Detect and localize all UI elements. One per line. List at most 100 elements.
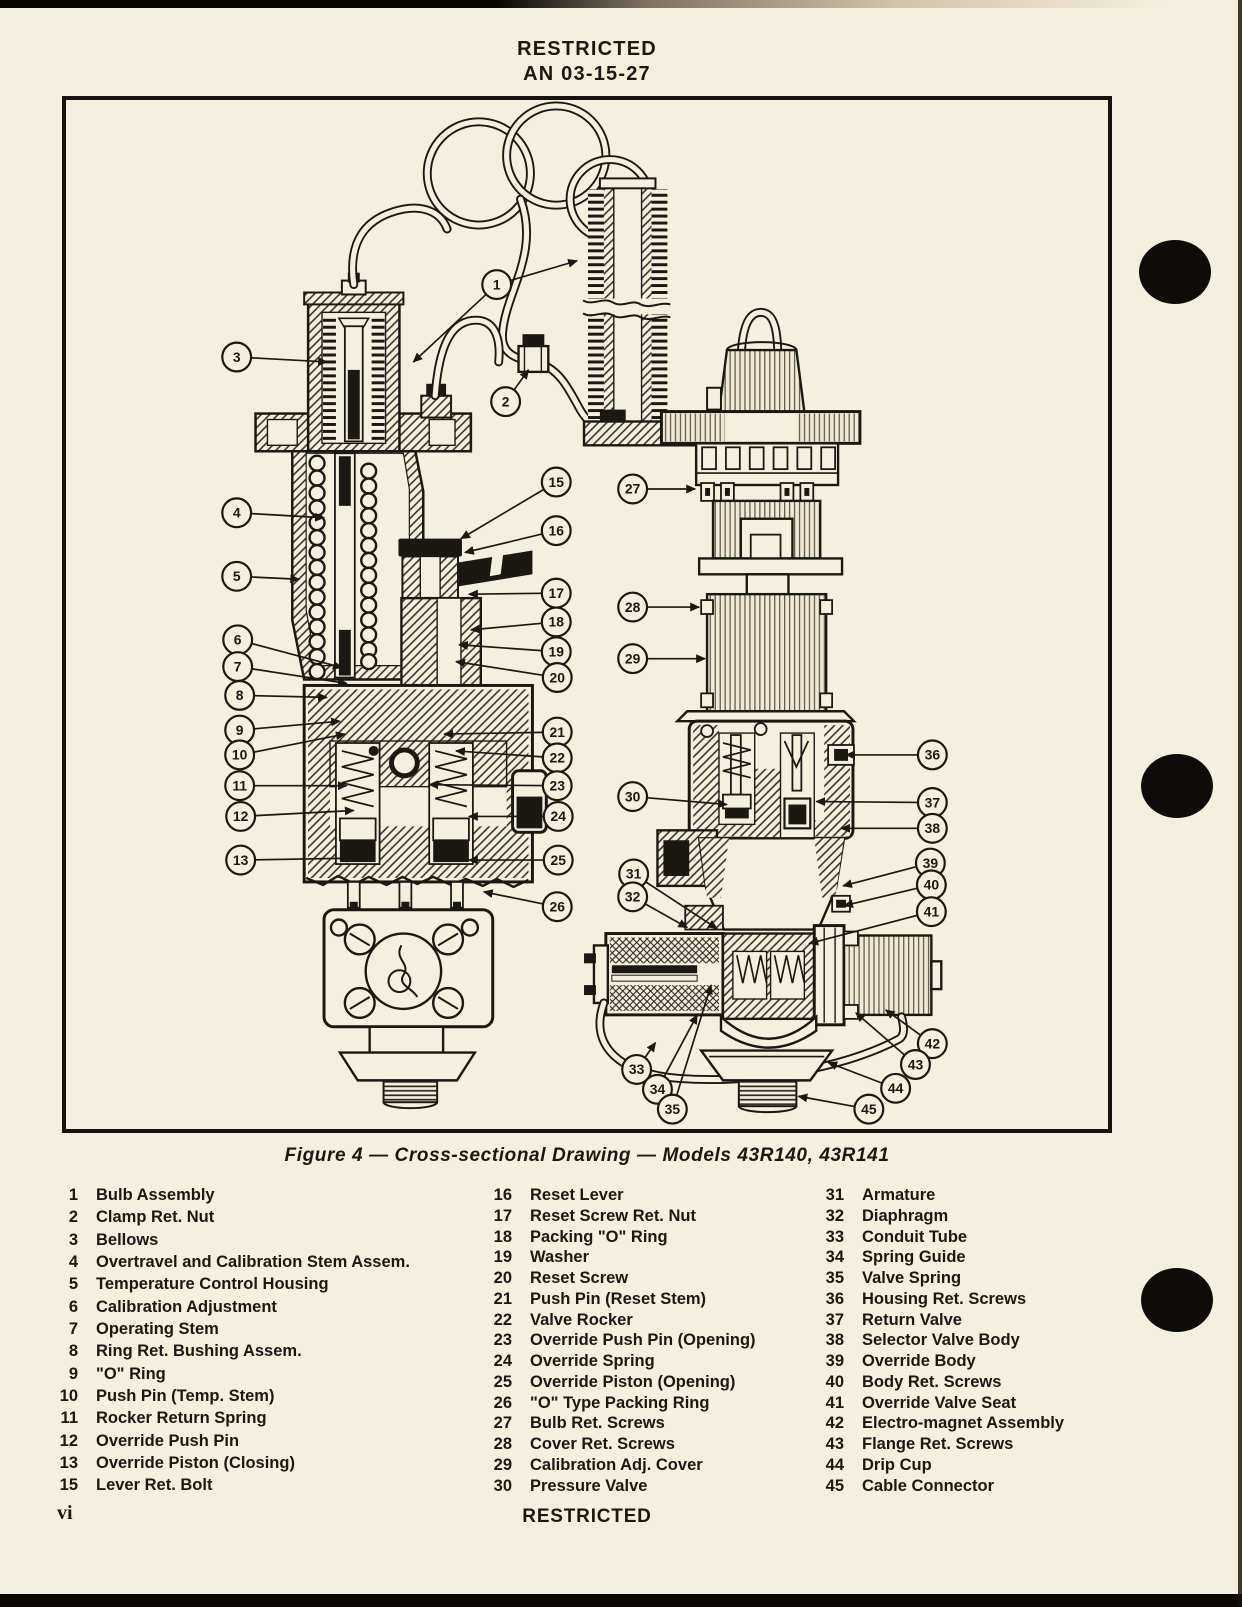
part-number: 21 xyxy=(493,1289,512,1308)
callout-35: 35 xyxy=(656,984,713,1125)
part-number: 13 xyxy=(59,1454,78,1473)
part-number: 5 xyxy=(68,1275,78,1294)
bottom-bracket xyxy=(322,908,495,1029)
part-number: 44 xyxy=(825,1455,844,1474)
part-label: Bellows xyxy=(96,1230,159,1249)
svg-text:20: 20 xyxy=(550,669,566,685)
callout-12: 12 xyxy=(225,800,355,832)
binder-hole xyxy=(1141,754,1213,818)
svg-text:22: 22 xyxy=(550,750,566,766)
svg-text:40: 40 xyxy=(924,877,940,893)
override-body xyxy=(684,837,851,931)
svg-text:32: 32 xyxy=(625,889,641,905)
part-label: Reset Screw Ret. Nut xyxy=(530,1206,696,1225)
part-label: Override Valve Seat xyxy=(862,1393,1017,1412)
overtravel-spring xyxy=(308,454,378,681)
callout-19: 19 xyxy=(457,636,572,668)
part-label: Clamp Ret. Nut xyxy=(96,1208,215,1227)
part-number: 23 xyxy=(493,1331,512,1350)
svg-text:39: 39 xyxy=(923,855,939,871)
calibration-cover xyxy=(700,592,834,713)
callout-41: 41 xyxy=(808,896,947,946)
part-label: Ring Ret. Bushing Assem. xyxy=(96,1342,302,1361)
part-label: Override Body xyxy=(862,1352,976,1370)
callout-10: 10 xyxy=(224,731,346,771)
part-number: 18 xyxy=(493,1227,512,1246)
override-valve-section xyxy=(721,932,816,1021)
svg-text:43: 43 xyxy=(908,1056,924,1072)
part-number: 26 xyxy=(493,1393,512,1412)
callout-15: 15 xyxy=(460,466,572,540)
part-number: 12 xyxy=(59,1431,78,1450)
part-number: 27 xyxy=(493,1414,512,1433)
svg-text:16: 16 xyxy=(549,522,565,538)
svg-text:28: 28 xyxy=(625,599,641,615)
left-drip-cup xyxy=(337,1051,478,1082)
svg-text:36: 36 xyxy=(925,747,941,763)
part-label: Washer xyxy=(530,1248,589,1267)
svg-text:21: 21 xyxy=(550,724,566,740)
part-label: Selector Valve Body xyxy=(862,1331,1020,1350)
part-number: 32 xyxy=(825,1206,844,1225)
part-number: 17 xyxy=(493,1206,512,1225)
scan-edge-top xyxy=(0,0,1242,8)
parts-list-item: 26"O" Type Packing Ring xyxy=(478,1394,808,1415)
parts-list-item: 17 Reset Screw Ret. Nut xyxy=(478,1207,808,1228)
part-label: Spring Guide xyxy=(862,1248,966,1267)
part-label: Flange Ret. Screws xyxy=(862,1435,1014,1453)
part-number: 16 xyxy=(493,1186,512,1204)
binder-hole xyxy=(1141,1268,1213,1332)
part-label: Temperature Control Housing xyxy=(96,1275,329,1294)
svg-text:31: 31 xyxy=(626,866,642,882)
callout-42: 42 xyxy=(884,1009,948,1060)
svg-text:26: 26 xyxy=(550,898,566,914)
part-label: Return Valve xyxy=(862,1310,962,1329)
part-label: Drip Cup xyxy=(862,1455,932,1474)
svg-text:44: 44 xyxy=(888,1080,904,1096)
svg-text:8: 8 xyxy=(236,687,244,703)
selector-valve-body xyxy=(687,719,855,845)
restricted-footer: RESTRICTED xyxy=(522,1506,652,1527)
return-valve xyxy=(779,732,815,845)
electro-magnet-left xyxy=(584,932,725,1017)
svg-text:13: 13 xyxy=(233,852,249,868)
callout-22: 22 xyxy=(455,742,573,774)
callout-27: 27 xyxy=(617,473,697,505)
part-number: 30 xyxy=(493,1476,512,1495)
left-cross-section xyxy=(254,272,548,1110)
callout-2: 2 xyxy=(490,369,530,418)
part-label: Housing Ret. Screws xyxy=(862,1289,1027,1308)
svg-text:24: 24 xyxy=(551,808,567,824)
svg-text:1: 1 xyxy=(493,276,501,292)
part-label: Operating Stem xyxy=(96,1320,219,1339)
part-label: Override Spring xyxy=(530,1352,655,1370)
right-cross-section xyxy=(584,307,943,1114)
svg-text:17: 17 xyxy=(549,585,565,601)
callout-30: 30 xyxy=(617,781,728,813)
callout-40: 40 xyxy=(843,869,947,909)
callout-36: 36 xyxy=(845,739,948,771)
part-number: 34 xyxy=(825,1248,844,1267)
part-label: Armature xyxy=(862,1186,936,1204)
svg-text:27: 27 xyxy=(625,481,641,497)
part-number: 41 xyxy=(825,1393,844,1412)
callout-21: 21 xyxy=(443,716,573,748)
callout-7: 7 xyxy=(222,651,348,687)
part-number: 31 xyxy=(825,1186,844,1204)
part-number: 29 xyxy=(493,1455,512,1474)
svg-text:42: 42 xyxy=(925,1035,941,1051)
